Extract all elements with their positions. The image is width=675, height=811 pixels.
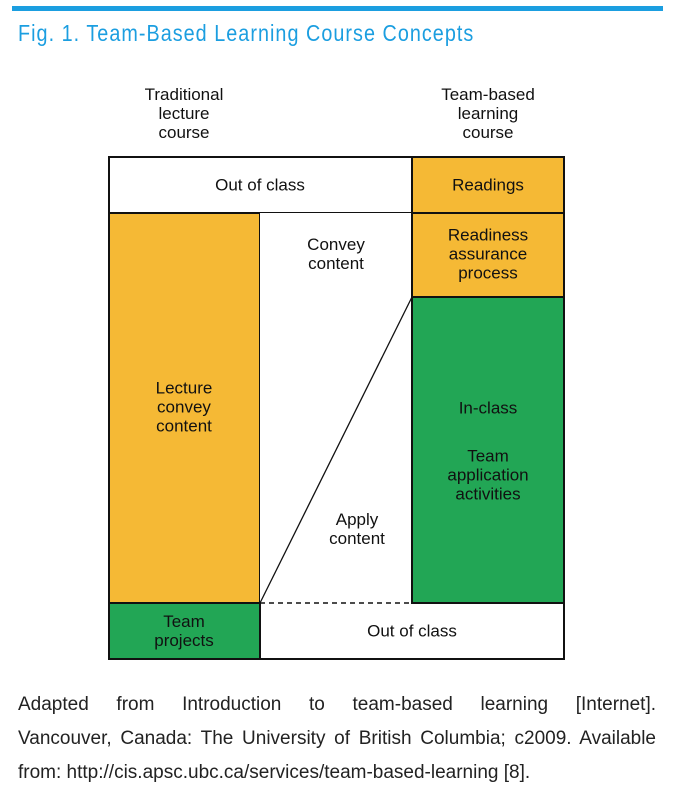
center-white-region xyxy=(260,213,412,603)
out-of-class-top-label: Out of class xyxy=(215,175,305,195)
diagram-border xyxy=(108,156,565,660)
out-of-class-bottom-label: Out of class xyxy=(367,621,457,641)
top-accent-bar xyxy=(12,6,663,11)
readiness-label: Readiness assurance process xyxy=(447,225,529,283)
convey-apply-diagonal xyxy=(259,296,413,604)
figure-title: Fig. 1. Team-Based Learning Course Conce… xyxy=(18,20,475,46)
convey-content-label: Convey content xyxy=(307,235,365,273)
caption-line-3: from: http://cis.apsc.ubc.ca/services/te… xyxy=(18,762,531,783)
traditional-course-header: Traditional lecture course xyxy=(144,85,224,142)
figure-caption: Adapted from Introduction to team-based … xyxy=(18,688,656,790)
tbl-course-header: Team-based learning course xyxy=(441,85,535,142)
apply-content-label: Apply content xyxy=(329,510,385,548)
lecture-label: Lecture convey content xyxy=(155,378,213,436)
caption-line-2: Vancouver, Canada: The University of Bri… xyxy=(18,728,656,749)
team-application-label: Team application activities xyxy=(447,446,529,504)
team-projects-label: Team projects xyxy=(154,612,214,650)
in-class-label: In-class xyxy=(458,398,518,418)
readings-label: Readings xyxy=(452,175,524,195)
caption-line-1: Adapted from Introduction to team-based … xyxy=(18,694,656,715)
